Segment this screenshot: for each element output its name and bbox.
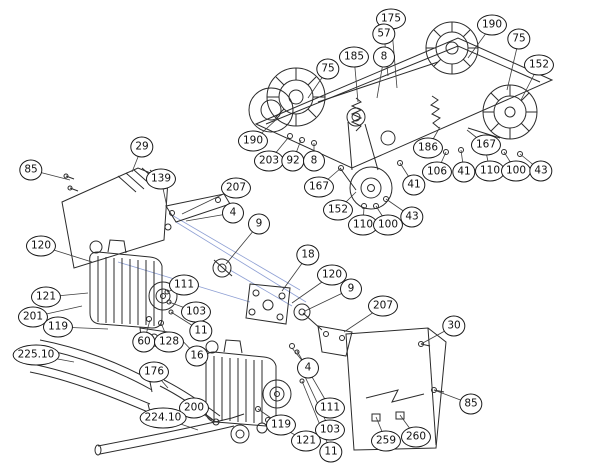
callout-balloon-207: 207 — [367, 295, 399, 317]
callout-balloon-8: 8 — [303, 150, 325, 172]
callout-balloon-60: 60 — [132, 331, 156, 353]
callout-balloon-4: 4 — [222, 202, 244, 224]
callout-balloon-18: 18 — [296, 244, 320, 266]
callout-balloon-41: 41 — [402, 174, 426, 196]
callout-balloon-11: 11 — [189, 320, 213, 342]
callout-balloon-260: 260 — [400, 426, 432, 448]
callout-balloon-119: 119 — [265, 414, 297, 436]
callout-balloon-200: 200 — [178, 397, 210, 419]
callout-balloon-11: 11 — [319, 441, 343, 463]
callout-balloon-103: 103 — [314, 419, 346, 441]
callout-balloon-106: 106 — [421, 161, 453, 183]
callout-balloon-225.10: 225.10 — [12, 344, 60, 366]
callout-balloon-57: 57 — [372, 23, 396, 45]
callout-balloon-41: 41 — [452, 161, 476, 183]
callout-balloon-120: 120 — [316, 264, 348, 286]
callout-balloon-8: 8 — [373, 46, 395, 68]
callout-balloon-111: 111 — [168, 274, 200, 296]
lower-bracket-drawing — [293, 303, 353, 357]
callout-balloon-119: 119 — [42, 316, 74, 338]
callout-balloon-167: 167 — [470, 134, 502, 156]
callout-balloon-203: 203 — [253, 150, 285, 172]
callout-balloon-224.10: 224.10 — [139, 407, 187, 429]
callout-balloon-9: 9 — [248, 213, 270, 235]
callout-balloon-128: 128 — [153, 331, 185, 353]
callout-balloon-207: 207 — [220, 177, 252, 199]
callout-balloon-43: 43 — [529, 160, 553, 182]
callout-balloon-75: 75 — [507, 28, 531, 50]
callout-balloon-152: 152 — [322, 199, 354, 221]
deck-assembly-drawing — [248, 21, 554, 210]
callout-balloon-100: 100 — [500, 160, 532, 182]
callout-balloon-111: 111 — [314, 397, 346, 419]
callout-balloon-29: 29 — [130, 136, 154, 158]
callout-balloon-190: 190 — [476, 14, 508, 36]
callout-balloon-121: 121 — [290, 430, 322, 452]
callout-balloon-190: 190 — [237, 130, 269, 152]
mounting-plate-drawing — [245, 283, 291, 325]
callout-balloon-139: 139 — [145, 168, 177, 190]
callout-balloon-121: 121 — [30, 286, 62, 308]
callout-balloon-9: 9 — [340, 278, 362, 300]
callout-balloon-85: 85 — [19, 159, 43, 181]
callout-balloon-103: 103 — [180, 301, 212, 323]
right-shield-panel-drawing — [345, 327, 447, 451]
callout-balloon-167: 167 — [303, 176, 335, 198]
callout-balloon-4: 4 — [297, 357, 319, 379]
callout-balloon-30: 30 — [442, 315, 466, 337]
left-shield-panel-drawing — [61, 167, 169, 269]
callout-balloon-92: 92 — [281, 150, 305, 172]
callout-balloon-186: 186 — [412, 137, 444, 159]
callout-balloon-75: 75 — [316, 58, 340, 80]
callout-balloon-120: 120 — [25, 235, 57, 257]
callout-balloon-201: 201 — [17, 306, 49, 328]
callout-balloon-43: 43 — [400, 206, 424, 228]
callout-balloon-16: 16 — [185, 345, 209, 367]
callout-balloon-85: 85 — [459, 393, 483, 415]
callout-balloon-152: 152 — [523, 54, 555, 76]
callout-balloon-100: 100 — [372, 214, 404, 236]
callout-balloon-176: 176 — [138, 361, 170, 383]
callout-balloon-185: 185 — [338, 46, 370, 68]
callout-balloon-259: 259 — [370, 430, 402, 452]
